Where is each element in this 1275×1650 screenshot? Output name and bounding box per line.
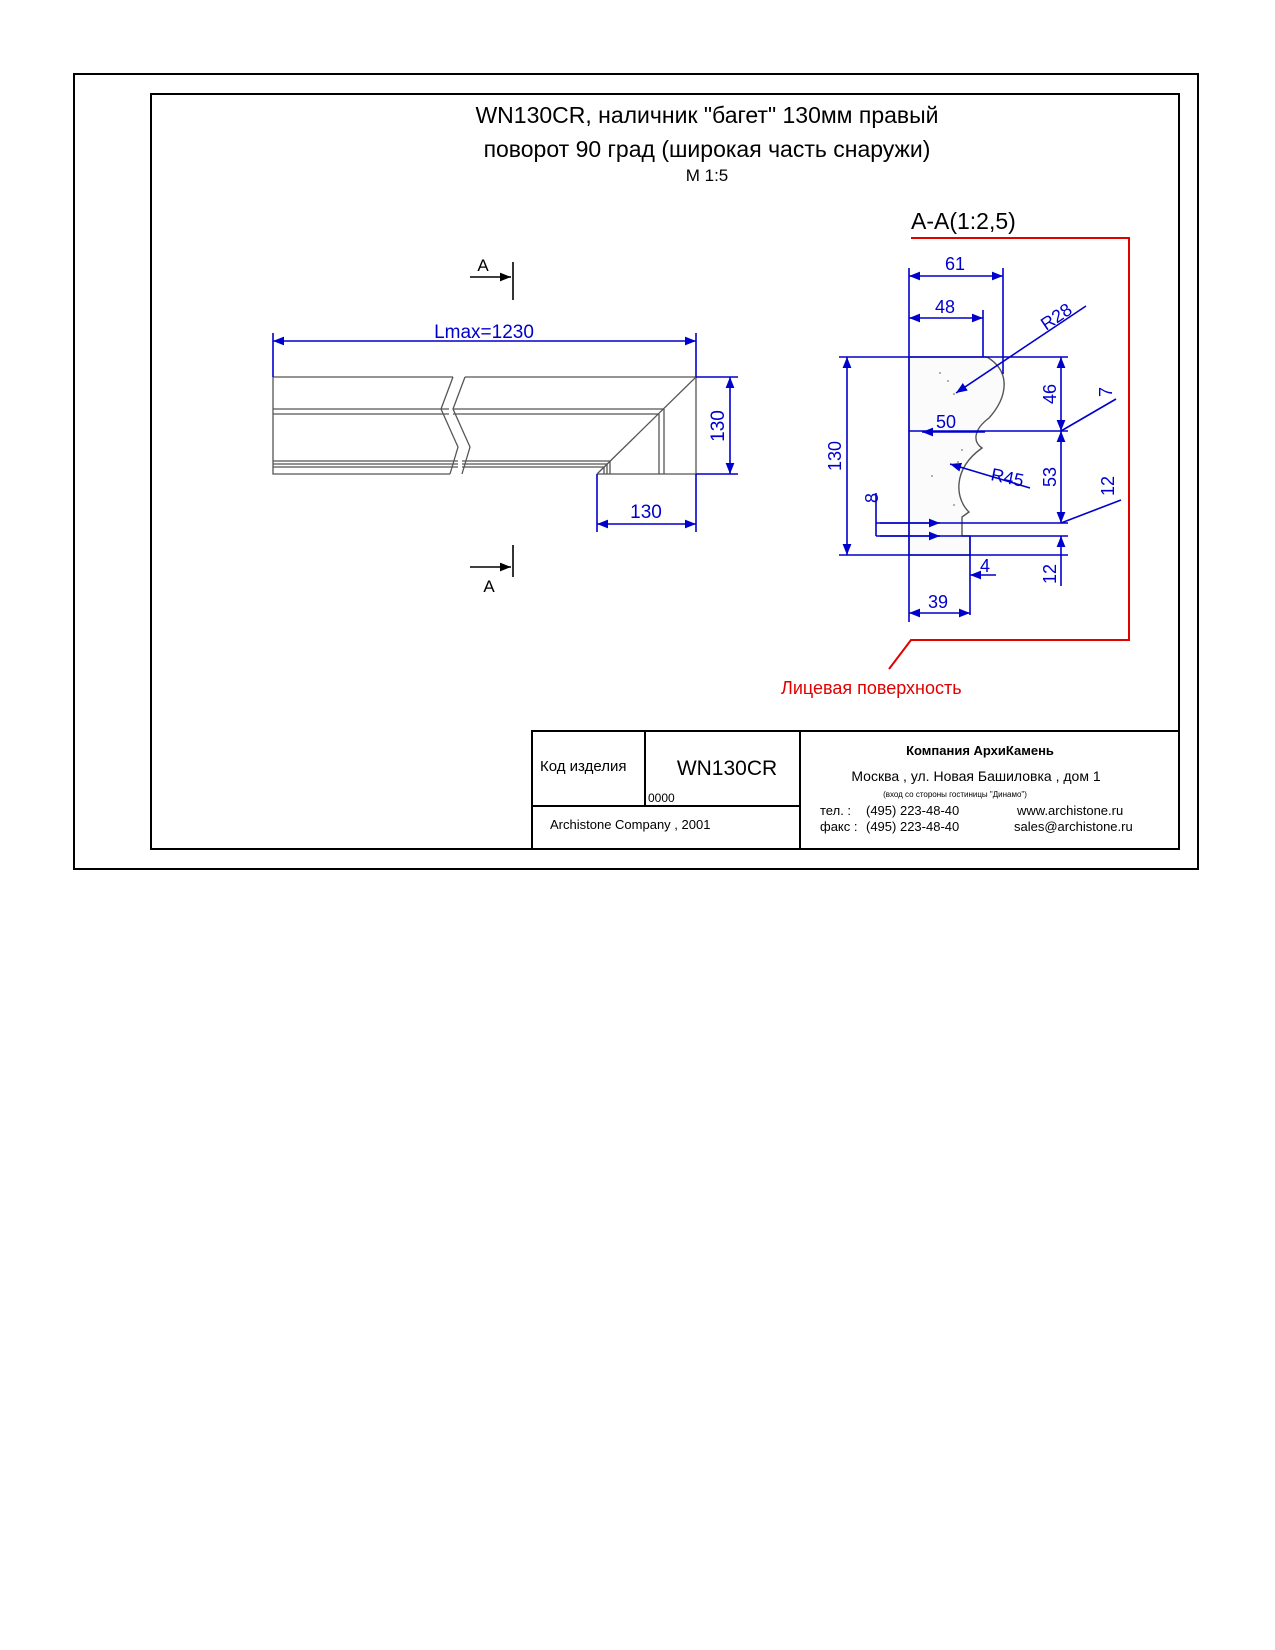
dim-12-lower: 12 [1040,564,1060,584]
dim-53: 53 [1040,467,1060,487]
profile-outline [908,356,1005,556]
dim-r45: R45 [989,464,1025,490]
fax-number: (495) 223-48-40 [866,819,959,834]
code-label: Код изделия [540,758,626,775]
dim-48: 48 [935,297,955,317]
dim-61: 61 [945,254,965,274]
company-name: Компания АрхиКамень [906,743,1054,758]
face-label: Лицевая поверхность [781,678,962,698]
face-indicator-line [888,237,1130,670]
email: sales@archistone.ru [1014,819,1133,834]
dim-50: 50 [936,412,956,432]
scale-label: М 1:5 [686,166,729,185]
elevation-view: Lmax=1230 130 130 А А [272,256,738,596]
dim-lmax: Lmax=1230 [434,322,534,343]
dim-12-upper: 12 [1098,476,1118,496]
dim-46: 46 [1040,384,1060,404]
outer-frame [73,73,1199,870]
fax-label: факс : [820,819,857,834]
phone-label: тел. : [820,803,851,818]
copyright: Archistone Company , 2001 [550,817,710,832]
section-marker-bottom: А [483,577,495,596]
dim-8: 8 [862,493,882,503]
title-line1: WN130CR, наличник "багет" 130мм правый [475,102,938,128]
dim-4: 4 [980,556,990,576]
dim-height-130: 130 [708,410,729,442]
phone-number: (495) 223-48-40 [866,803,959,818]
address-note: (вход со стороны гостиницы "Динамо") [883,790,1027,799]
dim-width-130: 130 [630,502,662,523]
section-view: А-А(1:2,5) Лицевая поверхность [781,208,1130,698]
dim-39: 39 [928,592,948,612]
website: www.archistone.ru [1016,803,1123,818]
title-line2: поворот 90 град (широкая часть снаружи) [484,136,931,162]
dim-7: 7 [1096,387,1116,397]
section-label: А-А(1:2,5) [911,208,1016,234]
code-sub: 0000 [648,791,675,805]
dim-130: 130 [825,441,845,471]
dim-r28: R28 [1037,299,1076,334]
title-block: Код изделия WN130CR 0000 Archistone Comp… [531,730,1180,850]
section-marker-top: А [477,256,489,275]
code-value: WN130CR [677,757,777,780]
company-address: Москва , ул. Новая Башиловка , дом 1 [851,768,1100,784]
